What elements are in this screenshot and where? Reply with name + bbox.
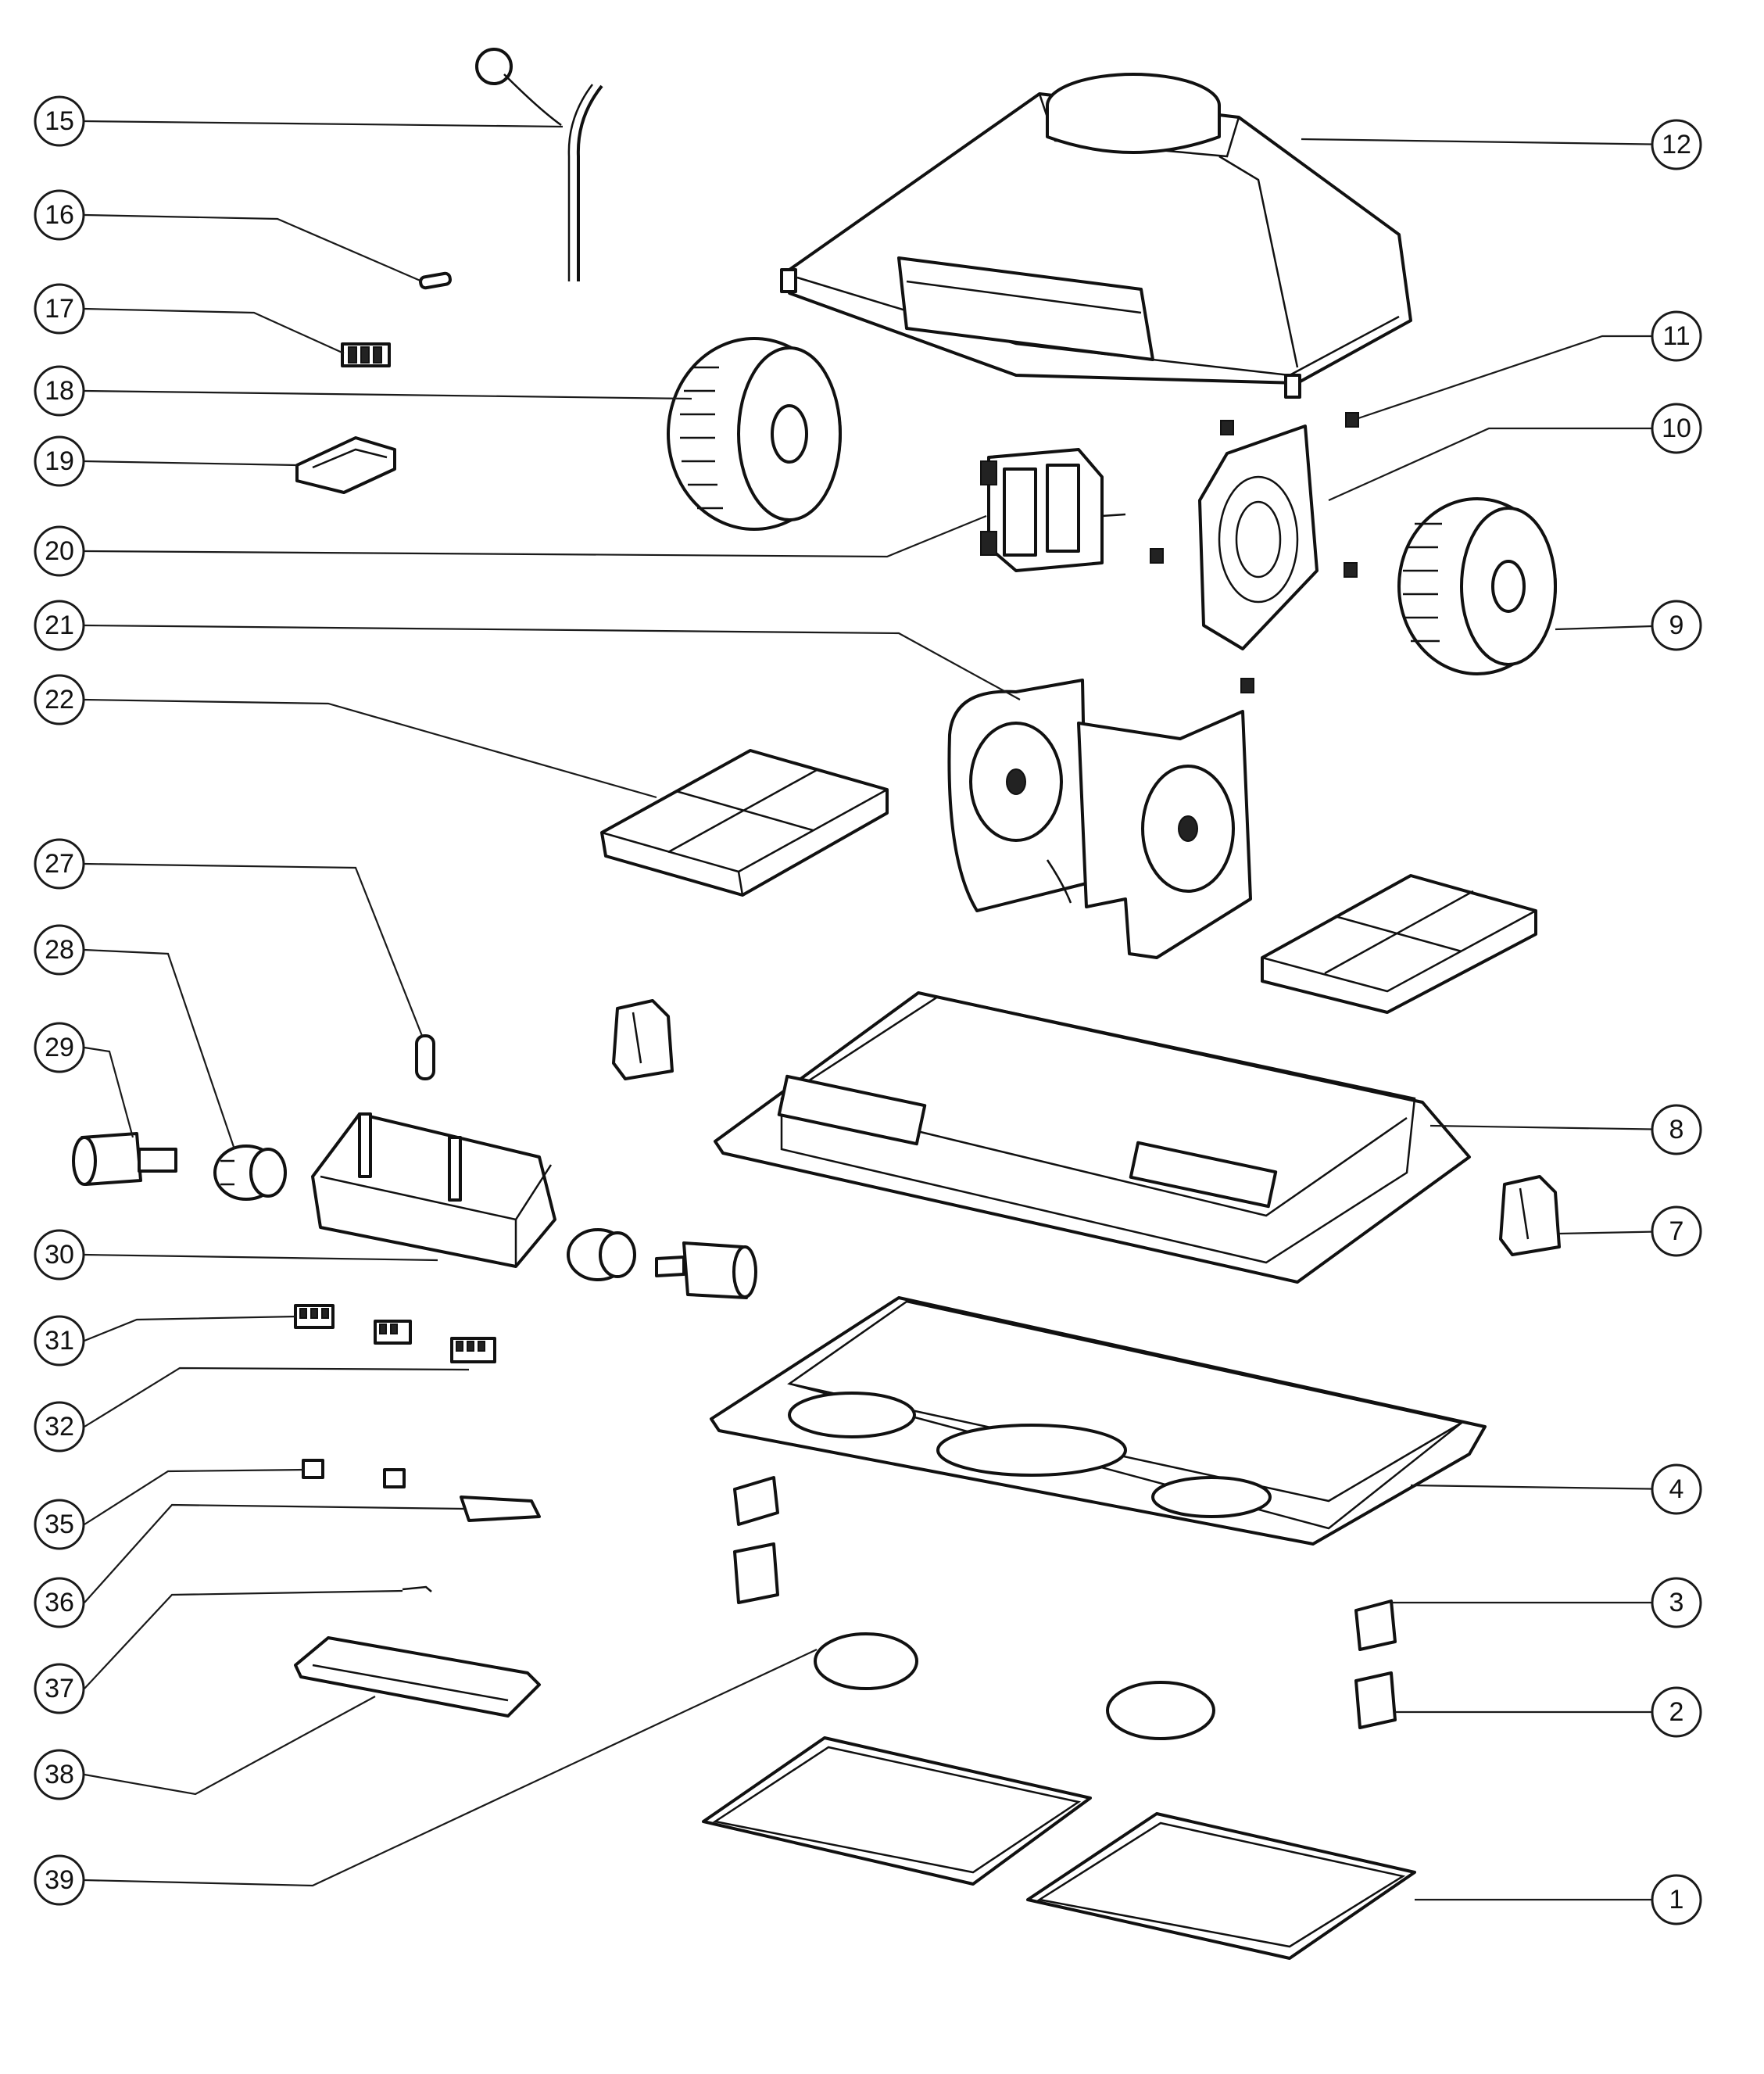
callout-1: 1	[1651, 1874, 1702, 1925]
svg-text:9: 9	[1669, 611, 1684, 640]
callout-35: 35	[34, 1499, 85, 1550]
callout-32: 32	[34, 1401, 85, 1453]
part-35-clip	[302, 1459, 406, 1488]
svg-text:7: 7	[1669, 1216, 1684, 1246]
callout-29: 29	[34, 1022, 85, 1073]
svg-text:11: 11	[1662, 321, 1690, 351]
callout-18: 18	[34, 365, 85, 417]
part-clip-left-lower	[733, 1542, 779, 1604]
svg-text:32: 32	[45, 1412, 74, 1442]
svg-text:10: 10	[1662, 414, 1691, 443]
svg-text:31: 31	[45, 1326, 74, 1356]
part-31-switch	[294, 1304, 335, 1329]
part-clip-left-upper	[733, 1476, 779, 1526]
part-38-control-panel	[294, 1636, 541, 1718]
svg-text:39: 39	[45, 1865, 74, 1895]
svg-text:2: 2	[1669, 1697, 1684, 1727]
callout-11: 11	[1651, 310, 1702, 362]
svg-text:29: 29	[45, 1033, 74, 1062]
callout-36: 36	[34, 1577, 85, 1628]
svg-text:16: 16	[45, 200, 74, 230]
callout-8: 8	[1651, 1104, 1702, 1155]
svg-text:3: 3	[1669, 1588, 1684, 1617]
svg-text:4: 4	[1669, 1474, 1684, 1504]
svg-text:30: 30	[45, 1240, 74, 1270]
part-10-motor-plate	[1198, 424, 1319, 650]
part-30-control-box	[311, 1112, 556, 1268]
part-36-connector	[460, 1496, 541, 1522]
part-28-lamp-holder	[213, 1144, 287, 1201]
svg-text:37: 37	[45, 1674, 74, 1703]
svg-text:38: 38	[45, 1760, 74, 1789]
callout-30: 30	[34, 1229, 85, 1281]
svg-text:17: 17	[45, 294, 74, 324]
part-17-terminal-block	[341, 342, 391, 367]
part-lamp-holder-right	[567, 1228, 636, 1281]
callout-2: 2	[1651, 1686, 1702, 1738]
part-27-bulb	[415, 1034, 435, 1080]
part-18-blower-wheel-left	[667, 337, 842, 531]
part-32-switch	[450, 1337, 496, 1363]
part-39-gasket	[814, 1632, 1215, 1740]
svg-text:27: 27	[45, 849, 74, 879]
callout-31: 31	[34, 1315, 85, 1367]
part-3-clip	[1354, 1599, 1397, 1651]
part-15-power-cord	[475, 48, 603, 281]
part-2-clip	[1354, 1671, 1397, 1729]
callout-3: 3	[1651, 1577, 1702, 1628]
leader-lines	[84, 120, 1677, 1901]
callout-9: 9	[1651, 600, 1702, 651]
callout-27: 27	[34, 838, 85, 890]
callout-10: 10	[1651, 403, 1702, 454]
part-7-bracket	[1499, 1175, 1561, 1256]
callout-16: 16	[34, 189, 85, 241]
svg-text:19: 19	[45, 446, 74, 476]
part-carbon-filter-right	[1261, 874, 1537, 1014]
callout-38: 38	[34, 1749, 85, 1800]
svg-text:18: 18	[45, 376, 74, 406]
svg-text:15: 15	[45, 106, 74, 136]
svg-text:12: 12	[1662, 130, 1691, 159]
callout-37: 37	[34, 1663, 85, 1714]
part-19-cover	[295, 436, 396, 494]
svg-text:1: 1	[1669, 1885, 1684, 1915]
callout-17: 17	[34, 283, 85, 335]
callout-21: 21	[34, 600, 85, 651]
svg-text:35: 35	[45, 1510, 74, 1539]
part-11-spacers	[1150, 412, 1359, 693]
part-8-chassis	[714, 991, 1471, 1284]
part-37-spring	[402, 1585, 432, 1592]
part-knob-right	[655, 1241, 757, 1299]
part-9-blower-wheel-right	[1397, 497, 1557, 675]
part-16-fuse	[419, 271, 452, 290]
part-4-lower-frame	[710, 1296, 1487, 1546]
callout-28: 28	[34, 924, 85, 976]
svg-text:28: 28	[45, 935, 74, 965]
part-switch-middle	[374, 1320, 412, 1345]
svg-text:21: 21	[45, 611, 74, 640]
callout-15: 15	[34, 95, 85, 147]
part-1-grease-filter	[702, 1736, 1416, 1960]
callout-12: 12	[1651, 119, 1702, 170]
part-12-hood-housing	[780, 73, 1412, 399]
part-20-motor	[980, 448, 1126, 572]
callout-7: 7	[1651, 1205, 1702, 1257]
svg-text:22: 22	[45, 685, 74, 715]
part-21-blower-assembly	[947, 679, 1252, 959]
callout-22: 22	[34, 674, 85, 725]
part-22-carbon-filter-left	[600, 749, 889, 897]
part-bracket-small	[612, 999, 674, 1080]
callout-39: 39	[34, 1854, 85, 1906]
part-29-knob	[72, 1132, 177, 1186]
svg-text:36: 36	[45, 1588, 74, 1617]
svg-text:8: 8	[1669, 1115, 1684, 1144]
callout-20: 20	[34, 525, 85, 577]
callout-19: 19	[34, 435, 85, 487]
callout-4: 4	[1651, 1463, 1702, 1515]
svg-text:20: 20	[45, 536, 74, 566]
